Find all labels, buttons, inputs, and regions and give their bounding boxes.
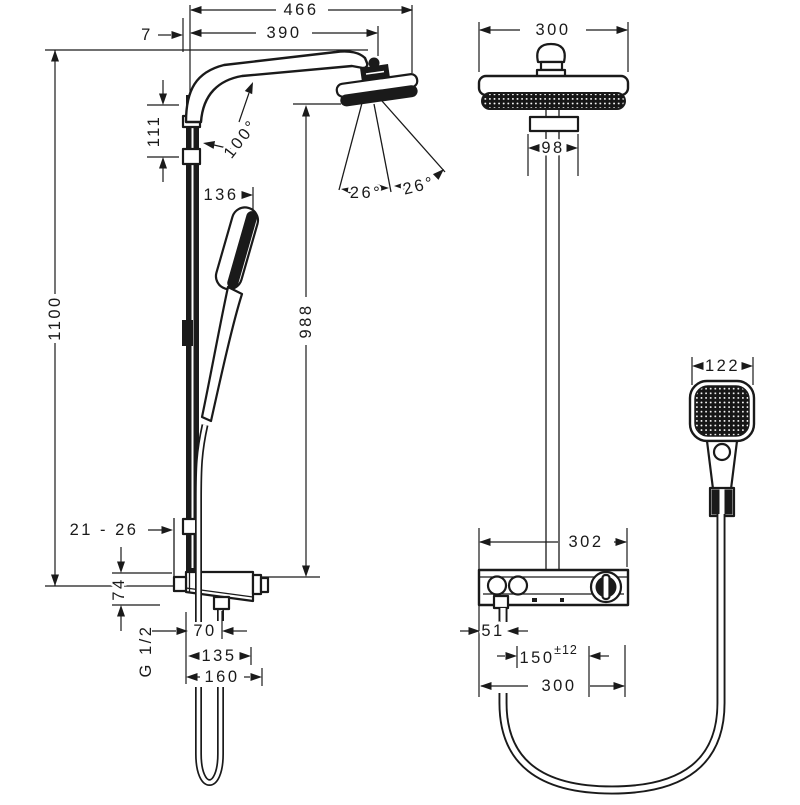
dim-26deg-right-label: 26° bbox=[401, 173, 437, 198]
dim-390-label: 390 bbox=[266, 24, 301, 42]
spray-face-handshower bbox=[694, 385, 750, 437]
overhead-shower-front bbox=[477, 42, 630, 110]
dim-handshower-width: 122 bbox=[691, 355, 754, 385]
dim-300-top-label: 300 bbox=[535, 21, 570, 39]
dim-total-reach: 466 bbox=[190, 0, 413, 73]
dim-head-to-shelf: 988 bbox=[293, 103, 341, 577]
dim-100deg-label: 100° bbox=[220, 116, 261, 162]
dim-150-label: 150 bbox=[519, 649, 554, 667]
dim-valve-height: 74 bbox=[108, 547, 172, 631]
dim-holder-offset: 136 bbox=[201, 184, 254, 214]
spray-face-overhead bbox=[481, 92, 626, 110]
dim-21-26-label: 21 - 26 bbox=[70, 521, 139, 539]
dim-122-label: 122 bbox=[705, 357, 740, 375]
overhead-shower-side bbox=[335, 73, 419, 107]
hand-shower-side bbox=[182, 206, 260, 423]
shower-hose-front bbox=[498, 514, 726, 795]
dim-988-label: 988 bbox=[297, 303, 315, 338]
dim-98-label: 98 bbox=[541, 139, 564, 157]
dim-150-tolerance-label: ±12 bbox=[554, 643, 578, 657]
dim-136-label: 136 bbox=[203, 186, 238, 204]
dim-head-width: 300 bbox=[478, 19, 629, 72]
dim-135-label: 135 bbox=[201, 647, 236, 665]
dim-supply-spacing: 150 ±12 bbox=[497, 641, 609, 697]
dim-valve-width: 300 bbox=[480, 645, 626, 698]
shower-arm bbox=[184, 50, 369, 124]
dim-160-label: 160 bbox=[204, 668, 239, 686]
dim-wall-adjust: 21 - 26 bbox=[67, 519, 173, 542]
dim-7-label: 7 bbox=[141, 26, 153, 44]
dim-thread-and-lengths: G 1/2 70 135 160 bbox=[135, 611, 263, 689]
hose-outlet-side bbox=[212, 595, 231, 611]
hose-outlet-front bbox=[492, 594, 510, 610]
side-view-dimensions: 466 390 7 111 bbox=[44, 0, 447, 689]
dim-1100-label: 1100 bbox=[46, 295, 64, 340]
swivel-knob bbox=[536, 42, 566, 64]
spray-cone bbox=[338, 100, 446, 193]
dim-g12-label: G 1/2 bbox=[137, 625, 155, 678]
dim-302-label: 302 bbox=[568, 533, 603, 551]
select-button-2 bbox=[507, 575, 529, 596]
pipe-bracket bbox=[528, 115, 580, 133]
dim-outlet-side-offset: 51 bbox=[460, 620, 528, 643]
thermostat-front bbox=[477, 568, 630, 610]
dim-arm-projection: 390 bbox=[190, 22, 379, 56]
hand-shower-front bbox=[688, 379, 756, 518]
dim-70-label: 70 bbox=[193, 622, 216, 640]
dim-bracket-width: 98 bbox=[527, 134, 579, 176]
riser-pipe bbox=[545, 107, 560, 571]
dim-51-label: 51 bbox=[481, 622, 504, 640]
handshower-holder bbox=[182, 320, 193, 346]
select-button-1 bbox=[486, 575, 508, 596]
dim-111-label: 111 bbox=[145, 115, 163, 148]
dim-74-label: 74 bbox=[110, 577, 128, 600]
select-button-handshower bbox=[712, 442, 732, 462]
shower-hose-side bbox=[195, 424, 231, 786]
dim-26deg-left-label: 26° bbox=[350, 184, 382, 202]
thermostat-side bbox=[172, 518, 270, 603]
side-view bbox=[172, 50, 446, 786]
dim-bar-top-offset: 111 bbox=[143, 80, 179, 182]
front-view-dimensions: 300 98 122 302 bbox=[460, 19, 754, 698]
dim-total-height: 1100 bbox=[44, 50, 67, 586]
dim-300-bottom-label: 300 bbox=[541, 677, 576, 695]
dim-shelf-width: 302 bbox=[478, 528, 628, 697]
front-view bbox=[477, 42, 756, 795]
dim-466-label: 466 bbox=[283, 1, 318, 19]
dim-wall-gap: 7 bbox=[139, 5, 191, 95]
dim-spray-angles: 26° 26° bbox=[340, 166, 447, 205]
